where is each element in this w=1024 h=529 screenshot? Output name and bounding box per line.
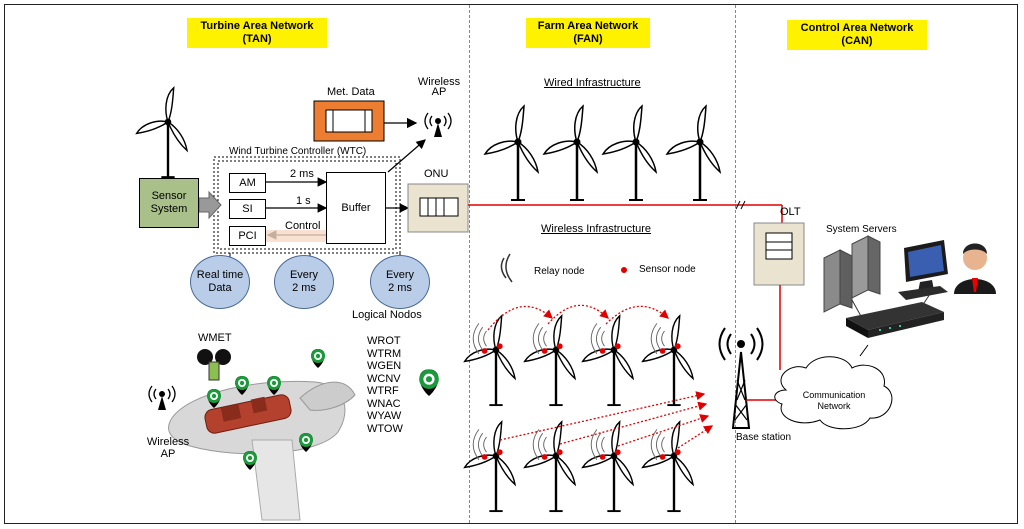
sensor-node-legend-label: Sensor node <box>639 264 696 275</box>
buffer-box: Buffer <box>326 172 386 244</box>
wired-turbine-icon <box>665 104 722 202</box>
wireless-ap-top-label: Wireless AP <box>416 76 462 98</box>
logical-node-item: WROT <box>367 335 401 347</box>
realtime-data-circle: Real time Data <box>190 255 250 309</box>
wireless-ap-bottom-icon <box>148 385 176 411</box>
pci-box: PCI <box>229 226 266 246</box>
relay-node-legend-label: Relay node <box>534 266 585 277</box>
am-box: AM <box>229 173 266 193</box>
diagram-frame <box>4 4 1018 524</box>
sensor-arrow <box>198 190 222 220</box>
tan-header-abbr: (TAN) <box>242 33 272 45</box>
sensor-node-legend-icon <box>621 267 627 273</box>
circle2-line1: Every <box>289 269 319 281</box>
sensor-system-box: Sensor System <box>139 178 199 228</box>
wireless-turbine-icon <box>465 422 515 511</box>
wired-turbine-icon <box>601 104 658 202</box>
relay-links <box>487 304 714 449</box>
can-header: Control Area Network (CAN) <box>787 20 927 50</box>
fan-can-divider <box>735 5 736 523</box>
wireless-ap-bottom-label: Wireless AP <box>145 436 191 460</box>
wmet-sensor-icon <box>197 349 231 381</box>
can-header-title: Control Area Network <box>800 22 914 34</box>
system-servers-label: System Servers <box>826 224 897 235</box>
server-icon <box>823 235 881 313</box>
met-data-label: Met. Data <box>327 86 375 98</box>
logical-node-item: WGEN <box>367 360 402 372</box>
am-rate-label: 2 ms <box>290 168 314 180</box>
circle1-line1: Real time <box>196 269 244 281</box>
wireless-infrastructure-label: Wireless Infrastructure <box>541 223 652 235</box>
wireless-ap-top-icon <box>424 112 452 138</box>
wireless-ap-bottom-line1: Wireless <box>146 436 190 448</box>
wireless-turbine-icon <box>643 316 693 405</box>
circle3-line1: Every <box>385 269 415 281</box>
circle2-line2: 2 ms <box>292 282 316 294</box>
wired-infrastructure-label: Wired Infrastructure <box>544 77 641 89</box>
every-2ms-circle-a: Every 2 ms <box>274 255 334 309</box>
sensor-system-line1: Sensor <box>151 190 187 202</box>
user-icon <box>954 243 996 294</box>
wireless-turbine-icon <box>583 422 633 511</box>
base-station-icon <box>718 327 764 429</box>
communication-network-cloud <box>774 356 893 430</box>
fan-header-abbr: (FAN) <box>573 33 603 45</box>
sensor-turbine-icon <box>135 86 189 179</box>
logical-node-item: WTRF <box>367 385 399 397</box>
wireless-ap-bottom-line2: AP <box>160 448 176 460</box>
logical-node-item: WCNV <box>367 372 401 385</box>
logical-nodes-label: Logical Nodos <box>352 309 422 321</box>
logical-node-item: WNAC <box>367 397 401 410</box>
sensor-system-line2: System <box>150 203 188 215</box>
onu-label: ONU <box>424 168 449 180</box>
tan-header-title: Turbine Area Network <box>200 20 314 32</box>
circle1-line2: Data <box>208 282 232 294</box>
can-header-abbr: (CAN) <box>841 35 873 47</box>
fan-header-title: Farm Area Network <box>537 20 639 32</box>
relay-node-legend-icon <box>500 253 513 283</box>
tan-fan-divider <box>469 5 470 523</box>
logical-node-item: WYAW <box>367 410 402 422</box>
logical-node-item: WTOW <box>367 422 403 435</box>
network-switch-icon <box>846 302 944 338</box>
nacelle-illustration <box>168 380 356 521</box>
si-box: SI <box>229 199 266 219</box>
every-2ms-circle-b: Every 2 ms <box>370 255 430 309</box>
wireless-turbine-icon <box>525 422 575 511</box>
wireless-turbine-icon <box>583 316 633 405</box>
tan-header: Turbine Area Network (TAN) <box>187 18 327 48</box>
logical-node-list: WROT WTRM WGEN WCNV WTRF WNAC WYAW WTOW <box>367 335 403 435</box>
communication-network-label: Communication Network <box>794 390 874 412</box>
wireless-turbine-icon <box>525 316 575 405</box>
communication-network-line1: Communication <box>802 390 866 400</box>
wtc-label: Wind Turbine Controller (WTC) <box>229 146 367 157</box>
communication-network-line2: Network <box>817 401 851 411</box>
olt-label: OLT <box>780 206 801 218</box>
logical-node-item: WTRM <box>367 347 402 360</box>
sensor-marker-icon <box>311 349 325 368</box>
workstation-icon <box>898 240 948 300</box>
wired-turbine-icon <box>542 104 599 202</box>
pci-rate-label: Control <box>285 220 321 232</box>
wired-turbine-icon <box>483 104 540 202</box>
wireless-turbine-icon <box>465 316 515 405</box>
legend-marker-icon <box>419 369 439 396</box>
si-rate-label: 1 s <box>296 195 311 207</box>
fan-header: Farm Area Network (FAN) <box>526 18 650 48</box>
wmet-label: WMET <box>198 332 232 344</box>
wireless-ap-top-line1: Wireless <box>417 76 461 88</box>
circle3-line2: 2 ms <box>388 282 412 294</box>
wireless-ap-top-line2: AP <box>431 86 447 98</box>
base-station-label: Base station <box>736 432 792 443</box>
